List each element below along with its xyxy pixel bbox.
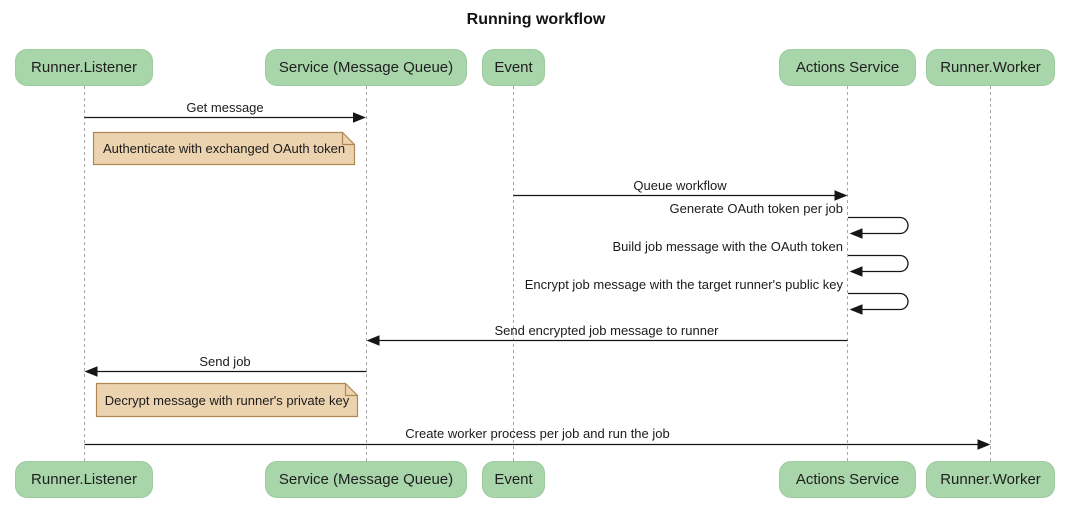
participant-runner-worker-bottom: Runner.Worker — [926, 461, 1055, 498]
participant-runner-worker-top: Runner.Worker — [926, 49, 1055, 86]
participant-label: Actions Service — [795, 59, 900, 76]
diagram-title: Running workflow — [466, 11, 606, 28]
participant-label: Service (Message Queue) — [278, 471, 454, 488]
participant-actions-service-top: Actions Service — [779, 49, 916, 86]
arrowhead-right-icon — [977, 439, 991, 450]
participant-label: Runner.Listener — [31, 471, 137, 488]
participant-label: Runner.Worker — [940, 59, 1041, 76]
participant-event-bottom: Event — [482, 461, 545, 498]
participant-label: Runner.Listener — [31, 59, 137, 76]
message-arrow-queue-workflow — [513, 190, 848, 201]
message-label-send-job: Send job — [199, 354, 251, 369]
arrowhead-right-icon — [353, 112, 366, 123]
note-fold-icon — [344, 383, 358, 397]
message-arrow-get-message — [84, 112, 366, 123]
message-label-create-worker: Create worker process per job and run th… — [405, 426, 670, 441]
message-label-queue-workflow: Queue workflow — [633, 178, 727, 193]
message-label-encrypt-job: Encrypt job message with the target runn… — [524, 277, 843, 292]
message-arrow-send-encrypted-job — [366, 335, 848, 346]
participant-actions-service-bottom: Actions Service — [779, 461, 916, 498]
message-arrow-create-worker — [84, 439, 991, 450]
arrowhead-left-icon — [849, 266, 863, 277]
participant-runner-listener-top: Runner.Listener — [15, 49, 153, 86]
note-authenticate-shape — [92, 131, 356, 166]
self-loop-generate-oauth-token — [848, 216, 909, 239]
participant-service-message-queue-bottom: Service (Message Queue) — [265, 461, 467, 498]
arrowhead-left-icon — [366, 335, 380, 346]
message-arrow-send-job — [84, 366, 367, 377]
message-label-build-job: Build job message with the OAuth token — [612, 239, 843, 254]
arrowhead-right-icon — [834, 190, 848, 201]
self-loop-build-job-message — [848, 254, 909, 277]
message-label-generate-oauth: Generate OAuth token per job — [669, 201, 843, 216]
arrowhead-left-icon — [84, 366, 98, 377]
participant-service-message-queue-top: Service (Message Queue) — [265, 49, 467, 86]
note-decrypt-shape — [95, 382, 359, 418]
note-decrypt: Decrypt message with runner's private ke… — [104, 392, 350, 408]
participant-runner-listener-bottom: Runner.Listener — [15, 461, 153, 498]
participant-label: Runner.Worker — [940, 471, 1041, 488]
participant-label: Service (Message Queue) — [278, 59, 454, 76]
arrowhead-left-icon — [849, 304, 863, 315]
participant-label: Event — [494, 59, 533, 76]
note-fold-icon — [341, 132, 355, 146]
message-label-send-encrypted-job: Send encrypted job message to runner — [494, 323, 719, 338]
note-authenticate: Authenticate with exchanged OAuth token — [102, 141, 346, 156]
self-loop-encrypt-job-message — [848, 292, 909, 315]
participant-label: Event — [494, 471, 533, 488]
arrowhead-left-icon — [849, 228, 863, 239]
participant-event-top: Event — [482, 49, 545, 86]
participant-label: Actions Service — [795, 471, 900, 488]
message-label-get-message: Get message — [186, 100, 264, 115]
